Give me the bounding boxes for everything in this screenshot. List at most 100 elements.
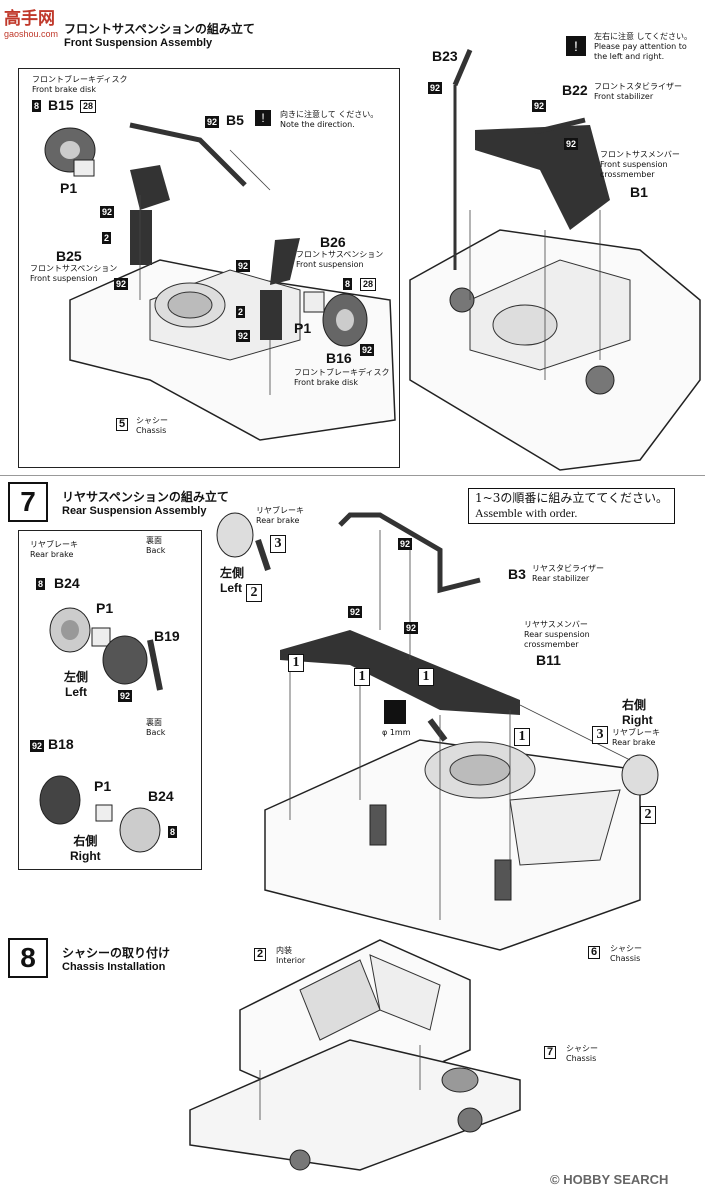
right-top-label: 右側 Right — [622, 698, 653, 727]
step8-number: 8 — [8, 938, 48, 978]
logo-subtext: gaoshou.com — [4, 29, 59, 39]
front-brake-disk-label-2: フロントブレーキディスク Front brake disk — [294, 368, 390, 387]
tag-92: 92 — [532, 100, 547, 112]
part-b5: B5 — [226, 112, 244, 128]
tag-2: 2 — [102, 232, 112, 244]
step7-number: 7 — [8, 482, 48, 522]
part-b19: B19 — [154, 628, 180, 644]
rear-brake-top-label: リヤブレーキ Rear brake — [256, 506, 304, 525]
drill-icon — [384, 700, 406, 724]
step8-diagram — [189, 939, 521, 1171]
part-b24: B24 — [54, 575, 80, 591]
right-side-label: 右側 Right — [70, 834, 101, 863]
order-note: 1~3の順番に組み立ててください。 Assemble with order. — [468, 488, 675, 524]
tag-92: 92 — [404, 622, 419, 634]
part-p1-rear: P1 — [96, 600, 114, 616]
tag-28: 28 — [80, 100, 97, 113]
tag-92: 92 — [100, 206, 115, 218]
step8-title-jp: シャシーの取り付け — [62, 946, 171, 960]
front-suspension-label: フロントサスペンション Front suspension — [30, 264, 118, 283]
part-b24-right: B24 — [148, 788, 174, 804]
rear-crossmember-label: リヤサスメンバー Rear suspension crossmember — [524, 620, 590, 649]
tag-8: 8 — [168, 826, 178, 838]
step8-title-en: Chassis Installation — [62, 961, 166, 973]
front-suspension-label-2: フロントサスペンション Front suspension — [296, 250, 384, 269]
chassis-label-7: シャシー Chassis — [610, 944, 642, 963]
tag-28: 28 — [360, 278, 377, 291]
section-divider — [0, 475, 705, 476]
part-b22: B22 — [562, 82, 588, 98]
step6-title-en: Front Suspension Assembly — [64, 37, 213, 49]
tag-5: 5 — [116, 418, 129, 431]
part-b25: B25 — [56, 248, 82, 264]
drill-size-label: φ 1mm — [382, 728, 411, 737]
order-num-3b: 3 — [592, 726, 608, 744]
chassis-label: シャシー Chassis — [136, 416, 168, 435]
part-b15: B15 — [48, 97, 74, 113]
left-side-label: 左側 Left — [64, 670, 89, 699]
direction-note: 向きに注意して ください。 Note the direction. — [280, 110, 379, 129]
front-stabilizer-label: フロントスタビライザー Front stabilizer — [594, 82, 682, 101]
part-b18: B18 — [48, 736, 74, 752]
step6-left-panel — [18, 68, 400, 468]
step7-diagram — [39, 512, 659, 951]
part-b23: B23 — [432, 48, 458, 64]
order-num-2: 2 — [246, 584, 262, 602]
order-num-1c: 1 — [418, 668, 434, 686]
step7-header: リヤサスペンションの組み立て Rear Suspension Assembly — [62, 488, 229, 517]
tag-7-chassis: 7 — [544, 1046, 557, 1059]
part-p1-rear-2: P1 — [94, 778, 112, 794]
tag-2: 2 — [236, 306, 246, 318]
order-num-3: 3 — [270, 535, 286, 553]
logo-text: 高手网 — [4, 9, 55, 29]
back-label-2: 裏面 Back — [146, 718, 166, 737]
part-b1: B1 — [630, 184, 648, 200]
part-b3: B3 — [508, 566, 526, 582]
tag-92: 92 — [236, 330, 251, 342]
tag-92: 92 — [348, 606, 363, 618]
site-logo: 高手网 gaoshou.com — [4, 4, 74, 39]
part-b16: B16 — [326, 350, 352, 366]
left-top-label: 左側 Left — [220, 566, 245, 595]
tag-2-interior: 2 — [254, 948, 267, 961]
step7-title-en: Rear Suspension Assembly — [62, 505, 207, 517]
rear-brake-right-label: リヤブレーキ Rear brake — [612, 728, 660, 747]
part-b11: B11 — [536, 652, 561, 668]
front-crossmember-label: フロントサスメンバー Front suspension crossmember — [600, 150, 680, 179]
order-num-1d: 1 — [514, 728, 530, 746]
tag-92: 92 — [564, 138, 579, 150]
rear-stabilizer-label: リヤスタビライザー Rear stabilizer — [532, 564, 604, 583]
tag-92: 92 — [236, 260, 251, 272]
tag-92: 92 — [114, 278, 129, 290]
step6-header: フロントサスペンションの組み立て Front Suspension Assemb… — [64, 20, 255, 49]
tag-92: 92 — [205, 116, 220, 128]
tag-92: 92 — [118, 690, 133, 702]
caution-icon: ! — [255, 110, 271, 126]
rear-brake-label: リヤブレーキ Rear brake — [30, 540, 78, 559]
left-right-note: 左右に注意 してください。 Please pay attention to th… — [594, 32, 693, 61]
chassis-label-8: シャシー Chassis — [566, 1044, 598, 1063]
part-p1: P1 — [60, 180, 78, 196]
tag-92: 92 — [360, 344, 375, 356]
tag-92: 92 — [30, 740, 45, 752]
tag-8: 8 — [343, 278, 353, 290]
tag-92: 92 — [398, 538, 413, 550]
step6-title-jp: フロントサスペンションの組み立て — [64, 22, 255, 36]
step6-diagram — [44, 49, 701, 471]
part-p1-right: P1 — [294, 320, 312, 336]
interior-label: 内装 Interior — [276, 946, 306, 965]
part-b26: B26 — [320, 234, 346, 250]
caution-icon-2: ! — [566, 36, 586, 56]
order-num-1b: 1 — [354, 668, 370, 686]
watermark: © HOBBY SEARCH — [550, 1172, 669, 1187]
tag-8: 8 — [32, 100, 42, 112]
tag-6: 6 — [588, 946, 601, 959]
tag-8: 8 — [36, 578, 46, 590]
back-label: 裏面 Back — [146, 536, 166, 555]
order-num-1: 1 — [288, 654, 304, 672]
tag-92: 92 — [428, 82, 443, 94]
step7-title-jp: リヤサスペンションの組み立て — [62, 490, 229, 504]
step7-left-panel — [18, 530, 202, 870]
step8-header: シャシーの取り付け Chassis Installation — [62, 944, 170, 973]
front-brake-disk-label: フロントブレーキディスク Front brake disk — [32, 75, 128, 94]
